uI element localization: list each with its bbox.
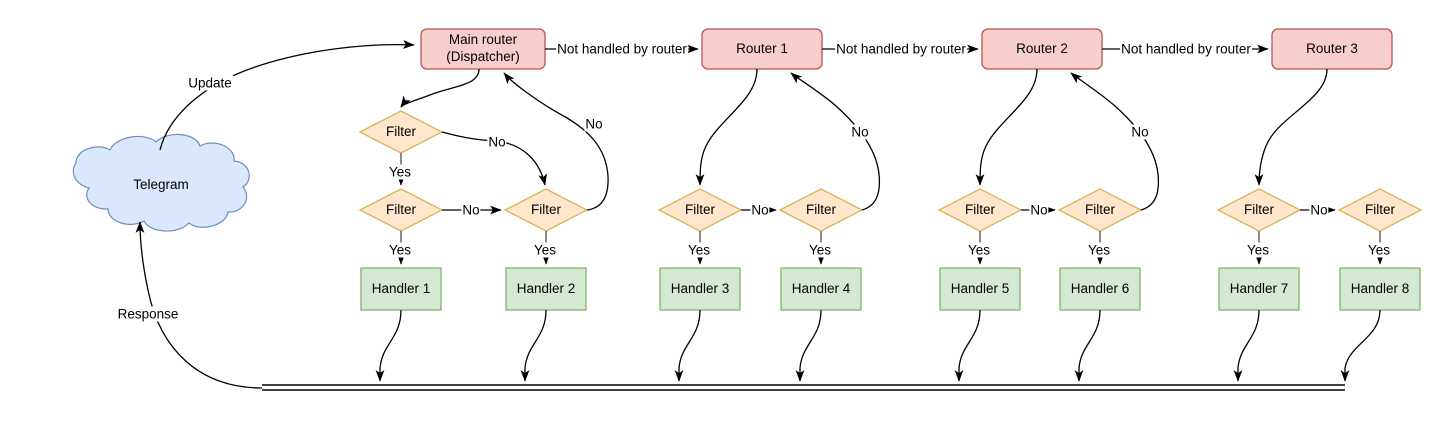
edge-label-yes-5: Yes xyxy=(966,242,992,258)
router-1-box[interactable] xyxy=(701,28,823,70)
edge-label-not-handled-3: Not handled by router xyxy=(1120,41,1252,57)
edge-handler2-to-bus xyxy=(520,309,547,382)
handler-2-box[interactable] xyxy=(505,267,587,311)
edge-handler1-to-bus xyxy=(375,309,402,382)
handler-5-box[interactable] xyxy=(939,267,1021,311)
edge-label-yes-7: Yes xyxy=(1245,242,1271,258)
filter-top-a-shape[interactable] xyxy=(358,110,444,154)
edge-label-yes-1: Yes xyxy=(387,242,413,258)
main-router-box[interactable] xyxy=(420,28,546,70)
edge-label-no-6: No xyxy=(1309,202,1329,218)
edge-filter2-no-back xyxy=(503,72,609,211)
edge-label-yes-8: Yes xyxy=(1366,242,1392,258)
handler-3-box[interactable] xyxy=(659,267,741,311)
edge-router2-to-filter5 xyxy=(975,68,1038,186)
router-2-box[interactable] xyxy=(981,28,1103,70)
edge-label-no-3: No xyxy=(850,124,870,140)
edge-handler8-to-bus xyxy=(1340,309,1381,382)
handler-1-box[interactable] xyxy=(360,267,442,311)
edge-label-not-handled-2: Not handled by router xyxy=(835,41,967,57)
edge-router3-to-filter7 xyxy=(1254,68,1328,186)
edge-label-no-4: No xyxy=(1029,202,1049,218)
edge-mainrouter-to-filter-top xyxy=(400,68,480,108)
filter-2-shape[interactable] xyxy=(503,188,589,232)
edge-label-yes-4: Yes xyxy=(807,242,833,258)
filter-8-shape[interactable] xyxy=(1337,188,1423,232)
filter-6-shape[interactable] xyxy=(1057,188,1143,232)
handler-6-box[interactable] xyxy=(1059,267,1141,311)
edge-filter6-no-back xyxy=(1070,72,1160,211)
handler-8-box[interactable] xyxy=(1339,267,1421,311)
filter-3-shape[interactable] xyxy=(657,188,743,232)
response-bus xyxy=(262,384,1345,391)
edge-handler6-to-bus xyxy=(1074,309,1101,382)
edge-filter4-no-back xyxy=(790,72,881,211)
edge-handler4-to-bus xyxy=(795,309,822,382)
edge-label-yes-2: Yes xyxy=(532,242,558,258)
edge-label-no-2: No xyxy=(750,202,770,218)
edge-router1-to-filter3 xyxy=(695,68,758,186)
edge-label-no-1: No xyxy=(461,202,481,218)
filter-4-shape[interactable] xyxy=(778,188,864,232)
edge-label-not-handled-1: Not handled by router xyxy=(556,41,688,57)
edge-handler5-to-bus xyxy=(954,309,981,382)
edge-label-yes-3: Yes xyxy=(686,242,712,258)
edge-label-response: Response xyxy=(116,306,180,322)
edge-label-update: Update xyxy=(187,75,233,91)
handler-7-box[interactable] xyxy=(1218,267,1300,311)
telegram-cloud-shape xyxy=(72,133,250,232)
edge-update xyxy=(159,40,415,151)
edge-label-no-5: No xyxy=(1130,124,1150,140)
edge-handler7-to-bus xyxy=(1233,309,1260,382)
edge-label-no-b: No xyxy=(584,116,604,132)
edge-label-no-a: No xyxy=(487,134,507,150)
handler-4-box[interactable] xyxy=(780,267,862,311)
edge-label-yes-top: Yes xyxy=(387,164,413,180)
router-3-box[interactable] xyxy=(1271,28,1393,70)
filter-5-shape[interactable] xyxy=(937,188,1023,232)
filter-7-shape[interactable] xyxy=(1216,188,1302,232)
filter-1-shape[interactable] xyxy=(358,188,444,232)
edge-handler3-to-bus xyxy=(674,309,701,382)
edge-response xyxy=(135,221,263,389)
edge-label-yes-6: Yes xyxy=(1086,242,1112,258)
